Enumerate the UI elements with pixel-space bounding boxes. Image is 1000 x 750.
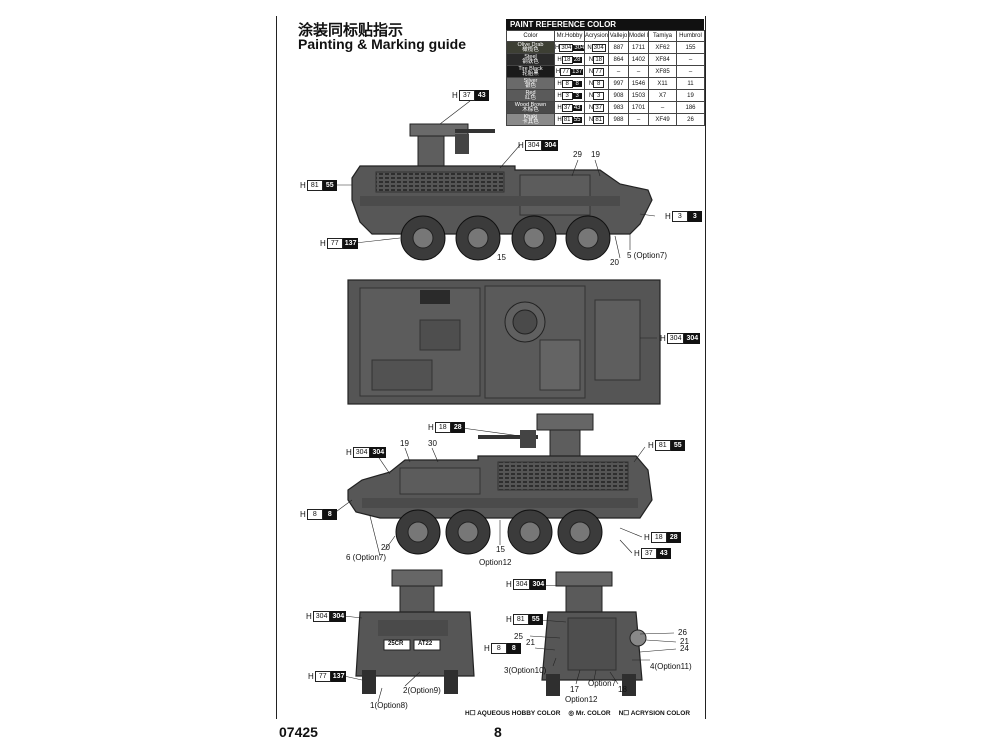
- decal-number: 20: [610, 258, 619, 267]
- decal-number: 25: [514, 632, 523, 641]
- decal-number: 3(Option10): [504, 666, 547, 675]
- decal-number: Option12: [479, 558, 512, 567]
- column-header: Humbrol: [676, 30, 705, 42]
- decal-number: 29: [573, 150, 582, 159]
- page-number: 8: [494, 724, 502, 740]
- decal-number: 15: [497, 253, 506, 262]
- side-view-right: [335, 100, 656, 261]
- decal-number: Option7: [588, 679, 617, 688]
- decal-number: 19: [400, 439, 409, 448]
- plate-right: AT22: [418, 641, 433, 647]
- page-title: Painting & Marking guide: [298, 36, 467, 52]
- legend-aqueous: H☐ AQUEOUS HOBBY COLOR: [465, 710, 561, 717]
- decal-number: 26: [678, 628, 687, 637]
- decal-number: 1(Option8): [370, 701, 408, 710]
- decal-number: 5 (Option7): [627, 251, 668, 260]
- humbrol-code: 26: [676, 113, 705, 126]
- decal-number: Option12: [565, 695, 598, 704]
- side-view-left: [332, 413, 653, 557]
- color-legend: H☐ AQUEOUS HOBBY COLOR ◎ Mr. COLOR N☐ AC…: [465, 709, 690, 717]
- decal-number: 4(Option11): [650, 662, 692, 671]
- decal-number: 17: [570, 685, 579, 694]
- decal-number: 15: [496, 545, 505, 554]
- rear-view: [524, 571, 677, 696]
- sheet-border: [276, 16, 706, 719]
- decal-number: 21: [680, 637, 689, 646]
- page-title-cn: 涂装同标贴指示: [298, 21, 404, 39]
- decal-number: 24: [680, 644, 689, 653]
- reference-table-title: PAINT REFERENCE COLOR: [506, 19, 704, 30]
- legend-acrysion: N☐ ACRYSION COLOR: [618, 710, 691, 717]
- decal-number: 18: [618, 685, 627, 694]
- plate-left: 25CR: [388, 641, 404, 647]
- vallejo-code: 988: [608, 113, 629, 126]
- decal-number: 2(Option9): [403, 686, 441, 695]
- decal-number: 19: [591, 150, 600, 159]
- column-header: Mr.Hobby: [554, 30, 585, 42]
- front-view: [343, 569, 475, 703]
- decal-number: 30: [428, 439, 437, 448]
- decal-number: 21: [526, 638, 535, 647]
- legend-mrcolor: ◎ Mr. COLOR: [568, 710, 611, 717]
- decal-number: 6 (Option7): [346, 553, 387, 562]
- decal-number: 20: [381, 543, 390, 552]
- top-view: [347, 279, 661, 405]
- product-code: 07425: [279, 724, 318, 740]
